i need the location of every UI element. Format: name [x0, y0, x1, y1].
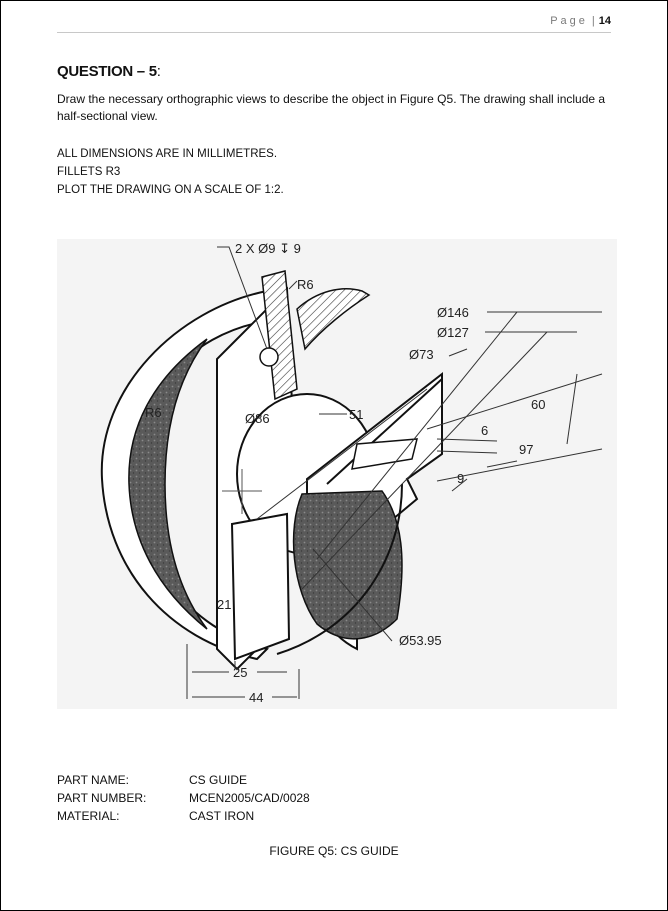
- dim-d97: 97: [519, 442, 533, 457]
- dim-d60: 60: [531, 397, 545, 412]
- figure-caption: FIGURE Q5: CS GUIDE: [269, 844, 399, 858]
- part-number-value: MCEN2005/CAD/0028: [189, 791, 310, 805]
- question-title-colon: :: [156, 63, 161, 80]
- slot-step: [351, 438, 418, 470]
- slot-edge-top: [326, 378, 443, 485]
- dim-d25: 25: [233, 665, 247, 680]
- question-instructions: Draw the necessary orthographic views to…: [57, 92, 606, 123]
- dim-d44: 44: [249, 690, 263, 705]
- upper-claw-section: [296, 288, 371, 351]
- dim-r6-left: R6: [145, 405, 162, 420]
- page-separator: |: [591, 15, 595, 27]
- note-units: ALL DIMENSIONS ARE IN MILLIMETRES.: [57, 148, 278, 160]
- dim-d21: 21: [217, 597, 231, 612]
- part-number-row: PART NUMBER: MCEN2005/CAD/0028: [57, 789, 310, 807]
- bottom-hub-block: [230, 512, 291, 661]
- page-number: 14: [598, 15, 611, 27]
- dim-d51: 51: [349, 407, 363, 422]
- material-label: MATERIAL:: [57, 809, 120, 823]
- top-hole: [259, 347, 279, 367]
- drawing-notes: ALL DIMENSIONS ARE IN MILLIMETRES. FILLE…: [57, 145, 284, 199]
- material-row: MATERIAL: CAST IRON: [57, 807, 310, 825]
- part-name-row: PART NAME: CS GUIDE: [57, 771, 310, 789]
- part-number-label: PART NUMBER:: [57, 791, 147, 805]
- right-cut-surface: [292, 490, 403, 640]
- part-info-block: PART NAME: CS GUIDE PART NUMBER: MCEN200…: [57, 771, 310, 825]
- dim-d73: Ø73: [409, 347, 434, 362]
- part-name-value: CS GUIDE: [189, 773, 248, 787]
- page-header: Page|14: [550, 15, 611, 27]
- outer-ring-right-edge: [276, 483, 403, 655]
- part-name-label: PART NAME:: [57, 773, 130, 787]
- material-value: CAST IRON: [189, 809, 255, 823]
- left-cut-surface: [128, 338, 208, 630]
- dim-d146: Ø146: [437, 305, 469, 320]
- dim-d127: Ø127: [437, 325, 469, 340]
- note-fillets: FILLETS R3: [57, 166, 121, 178]
- header-rule: [57, 32, 611, 33]
- cs-guide-isometric-drawing: 2 X Ø9 ↧ 9 R6 R6 Ø146 Ø127 Ø73 Ø86 51 60…: [57, 239, 617, 709]
- dim-d86: Ø86: [245, 411, 270, 426]
- dim-holes: 2 X Ø9 ↧ 9: [235, 241, 301, 256]
- dimension-lines: [186, 246, 603, 699]
- question-title: QUESTION – 5:: [57, 63, 161, 80]
- dim-r6-top: R6: [297, 277, 314, 292]
- dim-d6: 6: [481, 423, 488, 438]
- figure-q5: 2 X Ø9 ↧ 9 R6 R6 Ø146 Ø127 Ø73 Ø86 51 60…: [57, 229, 617, 719]
- note-scale: PLOT THE DRAWING ON A SCALE OF 1:2.: [57, 184, 284, 196]
- dim-d9: 9: [457, 471, 464, 486]
- page-word: Page: [550, 15, 588, 27]
- dim-d53: Ø53.95: [399, 633, 442, 648]
- question-title-text: QUESTION – 5: [57, 63, 157, 80]
